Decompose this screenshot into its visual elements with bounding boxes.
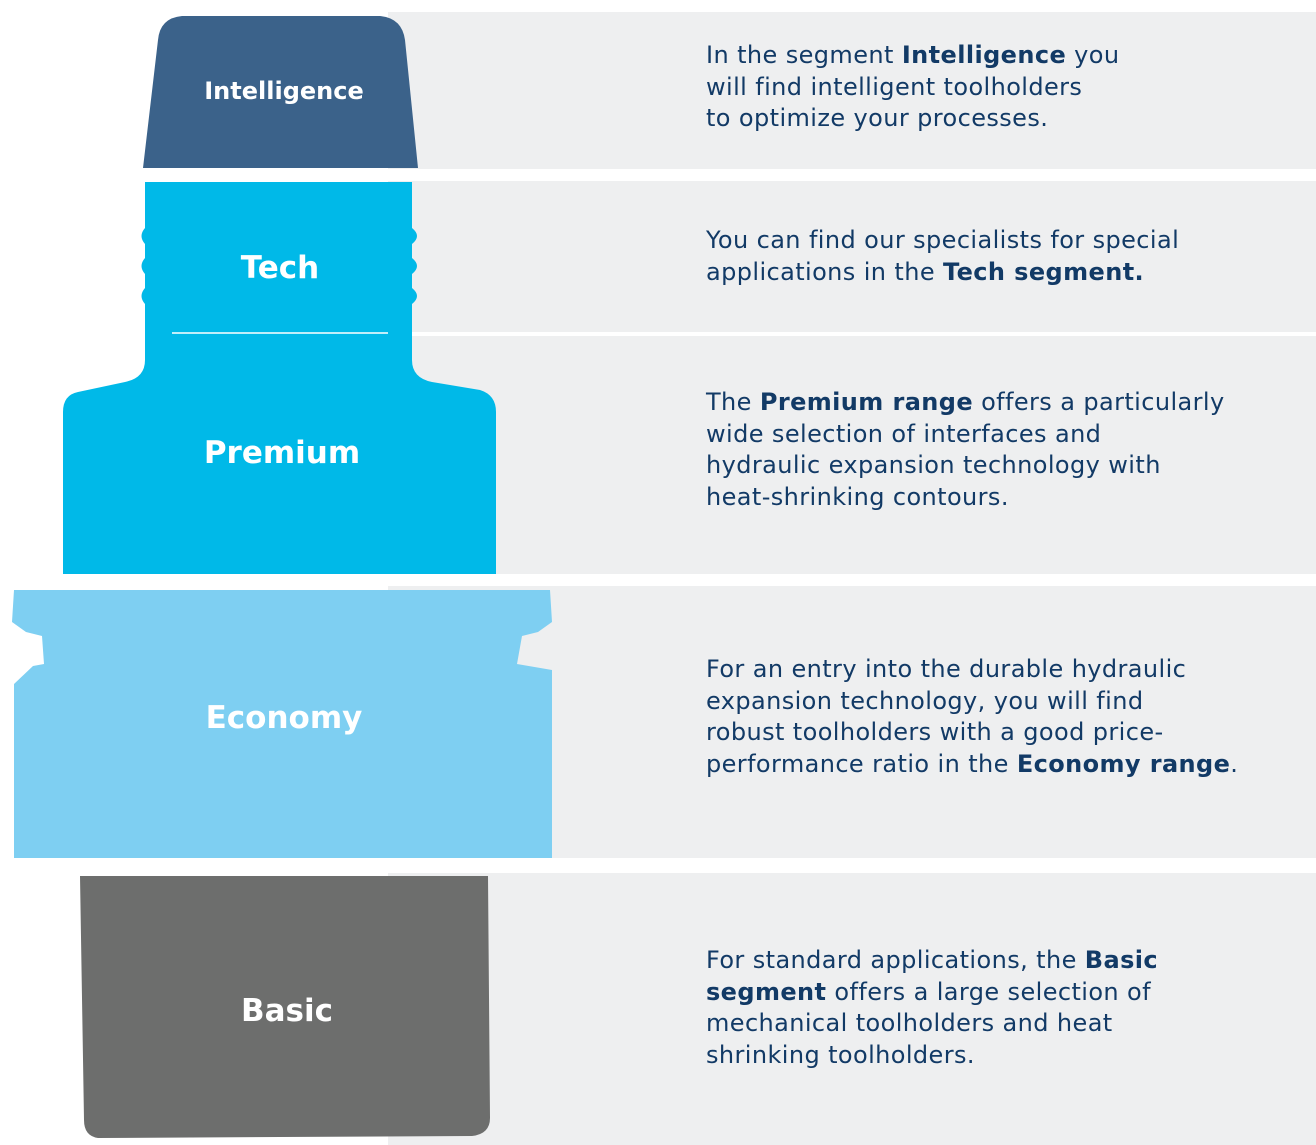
description-text: will find intelligent toolholders bbox=[706, 72, 1083, 101]
description-text: robust toolholders with a good price- bbox=[706, 718, 1164, 746]
description-text: shrinking toolholders. bbox=[706, 1040, 975, 1069]
description-text: you bbox=[1066, 41, 1120, 69]
description-line: shrinking toolholders. bbox=[706, 1040, 1306, 1072]
description-text: expansion technology, you will find bbox=[706, 686, 1144, 715]
premium-label: Premium bbox=[204, 435, 360, 471]
tech-premium-shape bbox=[63, 182, 496, 574]
description-text: The bbox=[706, 388, 760, 416]
description-line: heat-shrinking contours. bbox=[706, 482, 1306, 514]
economy-shape bbox=[12, 590, 552, 858]
description-line: In the segment Intelligence you bbox=[706, 40, 1306, 72]
basic-label: Basic bbox=[241, 993, 333, 1029]
description-emphasis: Tech segment. bbox=[943, 257, 1145, 286]
economy-description: For an entry into the durable hydraulic e… bbox=[706, 654, 1306, 780]
description-text: wide selection of interfaces and bbox=[706, 419, 1102, 448]
description-text: For an entry into the durable hydraulic bbox=[706, 655, 1187, 683]
description-line: robust toolholders with a good price- bbox=[706, 717, 1306, 749]
description-text: offers a large selection of bbox=[826, 977, 1151, 1006]
description-line: hydraulic expansion technology with bbox=[706, 450, 1306, 482]
description-emphasis: Premium range bbox=[759, 388, 974, 416]
description-line: For standard applications, the Basic bbox=[706, 945, 1306, 977]
description-line: to optimize your processes. bbox=[706, 103, 1306, 135]
description-line: mechanical toolholders and heat bbox=[706, 1008, 1306, 1040]
description-line: expansion technology, you will find bbox=[706, 686, 1306, 718]
description-emphasis: Economy range bbox=[1016, 749, 1231, 778]
description-line: The Premium range offers a particularly bbox=[706, 387, 1306, 419]
description-text: For standard applications, the bbox=[706, 946, 1085, 974]
intelligence-label: Intelligence bbox=[204, 77, 364, 105]
description-text: to optimize your processes. bbox=[706, 104, 1049, 132]
description-text: mechanical toolholders and heat bbox=[706, 1009, 1113, 1037]
description-line: wide selection of interfaces and bbox=[706, 419, 1306, 451]
description-text: hydraulic expansion technology with bbox=[706, 451, 1161, 479]
description-text: performance ratio in the bbox=[706, 749, 1017, 778]
description-emphasis: segment bbox=[706, 977, 827, 1006]
description-emphasis: Basic bbox=[1084, 946, 1159, 974]
tech-label: Tech bbox=[241, 250, 320, 286]
panel-tech bbox=[388, 181, 1316, 332]
description-line: will find intelligent toolholders bbox=[706, 72, 1306, 104]
economy-label: Economy bbox=[206, 700, 363, 736]
description-line: applications in the Tech segment. bbox=[706, 257, 1306, 289]
description-text: heat-shrinking contours. bbox=[706, 482, 1009, 511]
description-line: performance ratio in the Economy range. bbox=[706, 749, 1306, 781]
description-line: You can find our specialists for special bbox=[706, 225, 1306, 257]
panel-basic bbox=[388, 873, 1316, 1145]
description-text: . bbox=[1230, 749, 1239, 778]
description-text: In the segment bbox=[706, 41, 902, 69]
tech-description: You can find our specialists for special… bbox=[706, 225, 1306, 288]
panel-intelligence bbox=[388, 12, 1316, 169]
description-text: You can find our specialists for special bbox=[706, 226, 1180, 254]
basic-shape bbox=[80, 876, 490, 1138]
panel-premium bbox=[388, 336, 1316, 574]
description-emphasis: Intelligence bbox=[901, 41, 1067, 69]
description-text: applications in the bbox=[706, 257, 944, 286]
description-text: offers a particularly bbox=[973, 388, 1225, 416]
intelligence-shape bbox=[143, 16, 418, 168]
description-line: For an entry into the durable hydraulic bbox=[706, 654, 1306, 686]
description-line: segment offers a large selection of bbox=[706, 977, 1306, 1009]
